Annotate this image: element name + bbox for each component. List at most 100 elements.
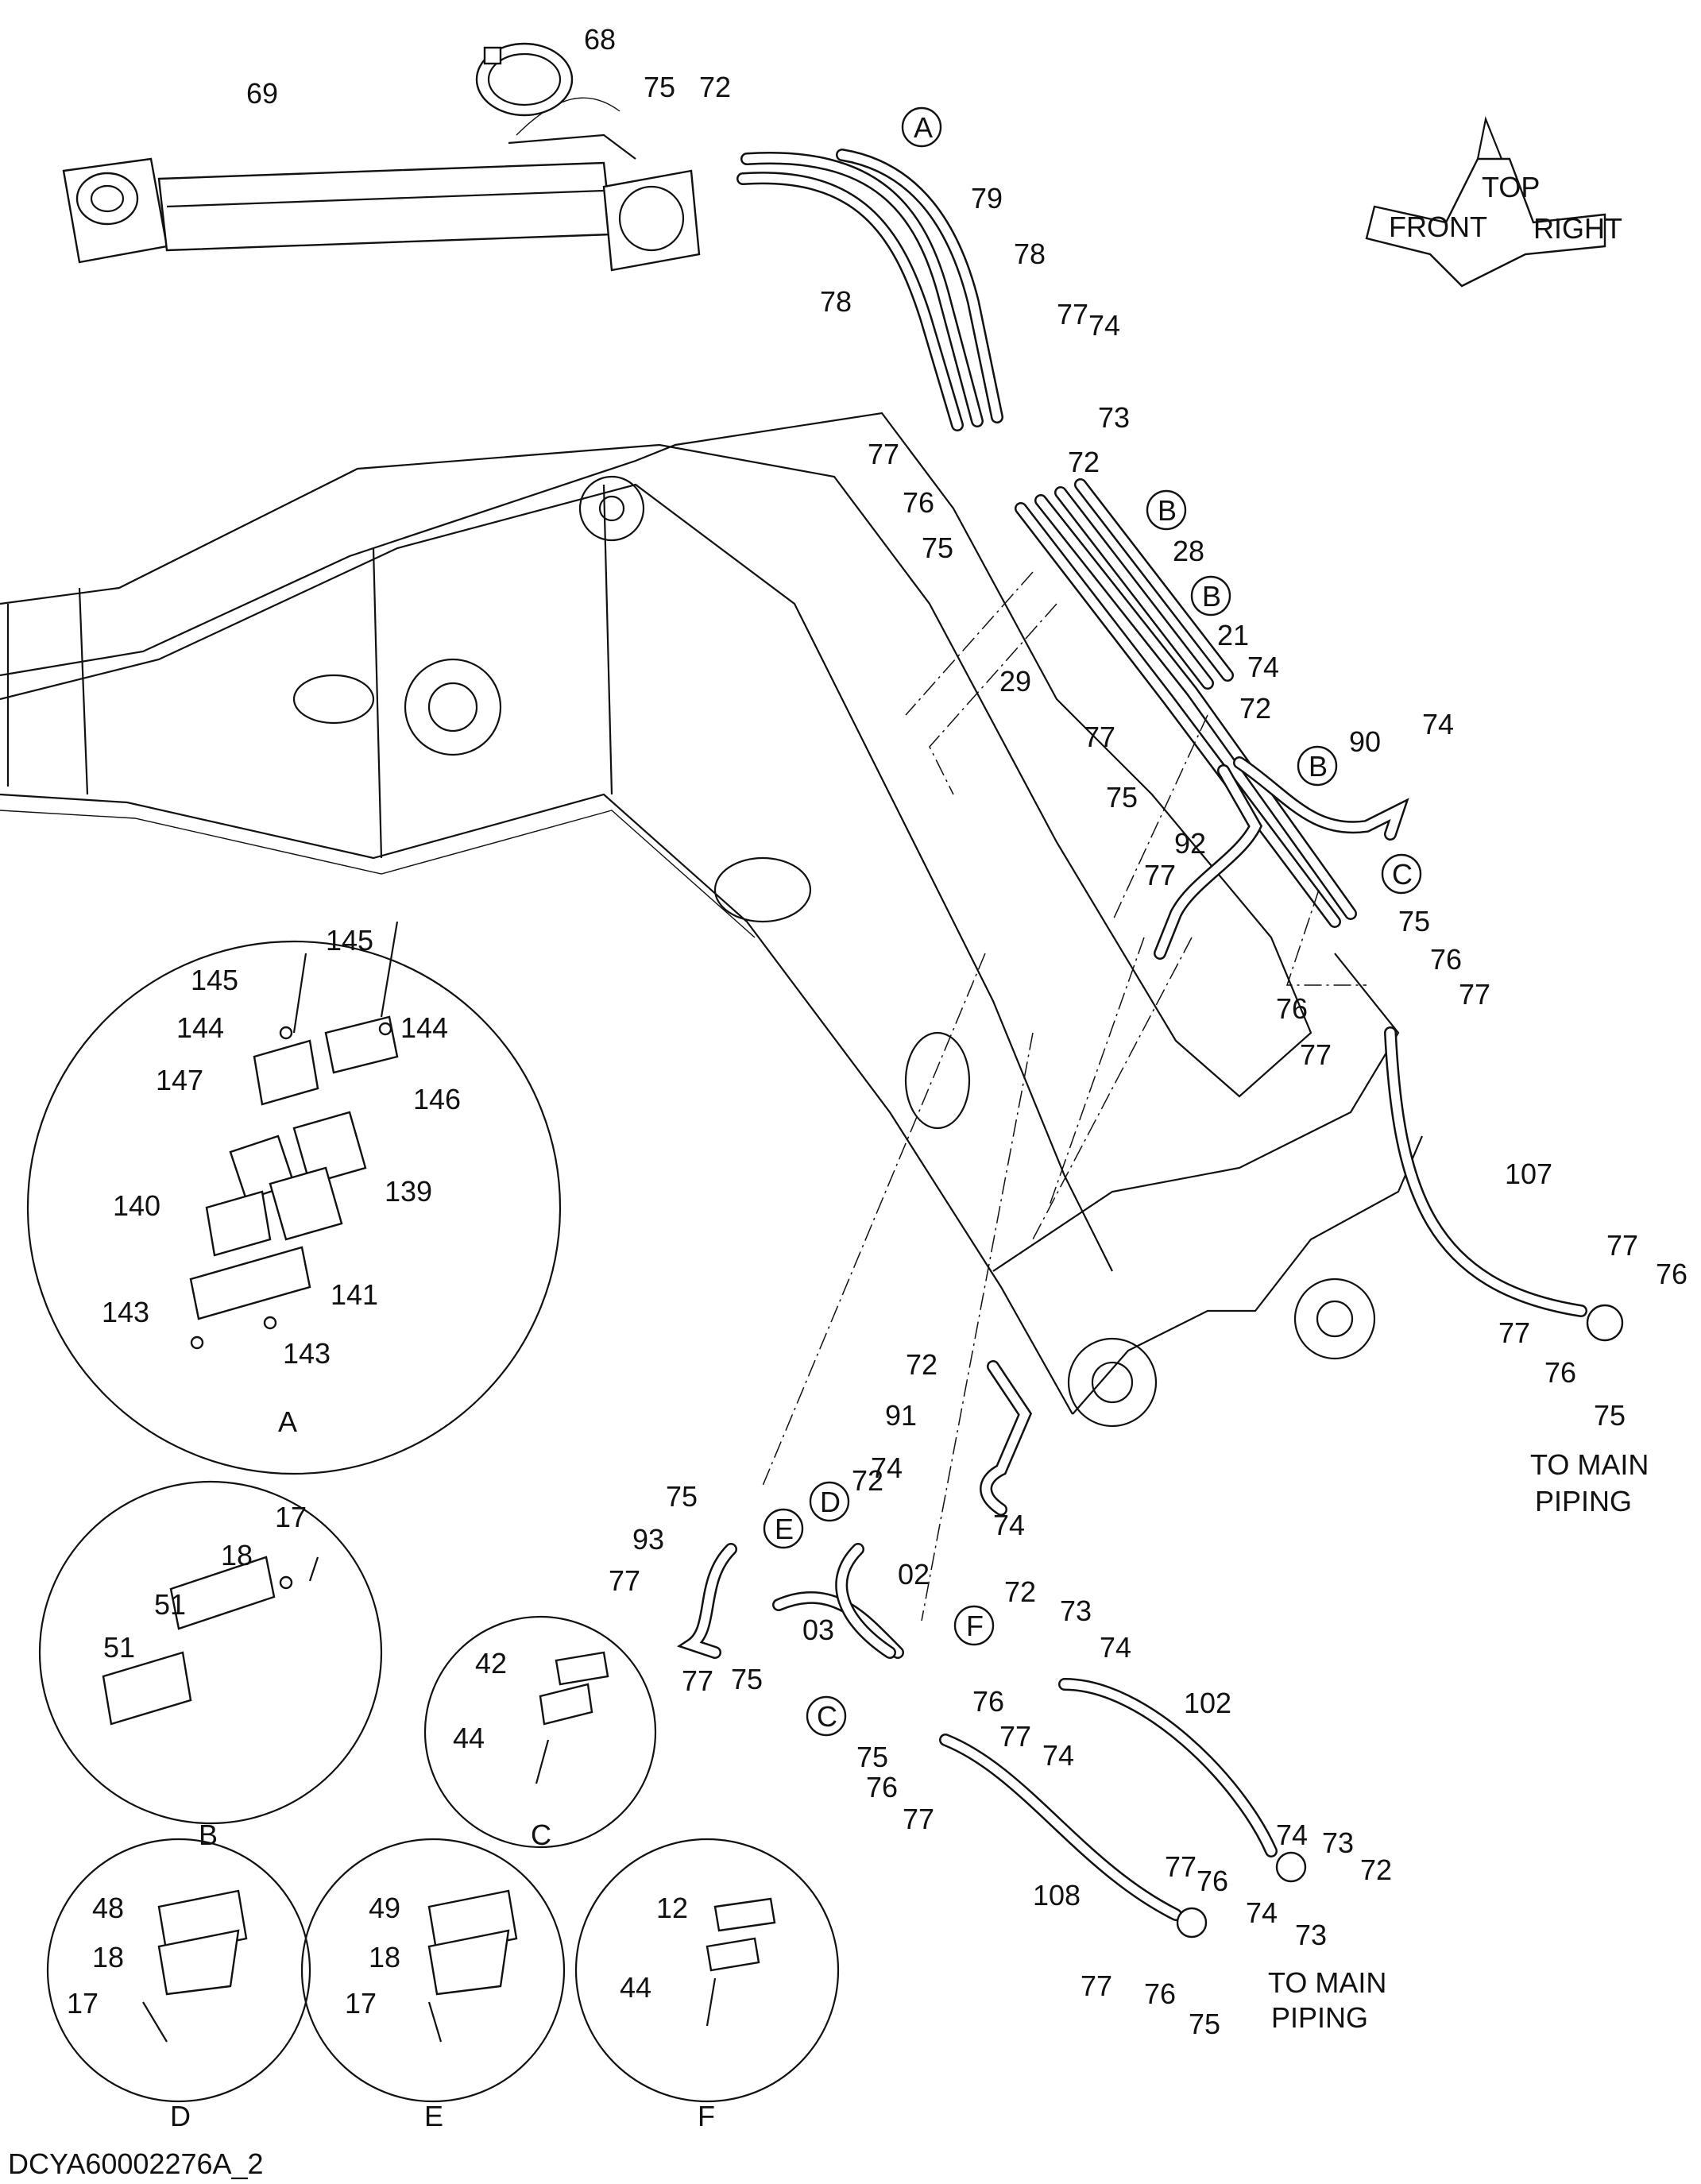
part-label: 76 (866, 1771, 898, 1803)
part-label: 77 (868, 438, 899, 470)
callout-B-3: B (1309, 750, 1328, 783)
detail-circle-E (300, 1838, 566, 2103)
detail-C-label: 44 (453, 1722, 485, 1754)
detail-C-parts (535, 1651, 609, 1784)
hose-79-78 (736, 149, 1003, 431)
detail-B-label: 17 (275, 1501, 307, 1533)
part-label: 72 (906, 1348, 937, 1381)
detail-B-caption: B (199, 1819, 218, 1851)
part-label: 78 (820, 285, 852, 318)
part-label: 77 (999, 1720, 1031, 1753)
part-label: 76 (972, 1685, 1004, 1718)
part-label: 03 (802, 1614, 834, 1646)
part-label: 77 (1165, 1850, 1196, 1883)
part-label: 93 (632, 1523, 664, 1556)
part-label: 77 (609, 1564, 640, 1597)
part-label: 75 (731, 1663, 763, 1695)
part-label: 91 (885, 1399, 917, 1432)
detail-A-label: 140 (113, 1189, 160, 1222)
detail-F-label: 44 (620, 1971, 651, 2004)
part-label: 76 (1430, 943, 1462, 976)
detail-circle-D (46, 1838, 311, 2103)
orientation-icon: FRONT TOP RIGHT (1365, 116, 1622, 288)
part-label: 74 (1100, 1631, 1131, 1664)
detail-D-label: 48 (92, 1892, 124, 1924)
detail-A-label: 145 (191, 964, 238, 996)
part-label: 74 (1088, 309, 1120, 342)
part-label: 74 (1422, 708, 1454, 740)
callout-bubbles: A B B B C D E F C (763, 106, 1422, 1737)
boom-structure (0, 412, 1424, 1428)
part-label: 72 (1360, 1854, 1392, 1886)
detail-F-label: 12 (656, 1892, 688, 1924)
clamp-68 (475, 42, 574, 117)
hose-107 (1384, 1026, 1624, 1342)
detail-B-label: 18 (221, 1539, 253, 1571)
part-label: 77 (1459, 978, 1490, 1011)
orientation-front-label: FRONT (1389, 211, 1487, 243)
detail-A-label: 141 (331, 1278, 378, 1311)
part-label: 102 (1184, 1687, 1231, 1719)
detail-D-label: 18 (92, 1941, 124, 1973)
part-label: 75 (1106, 781, 1138, 814)
detail-F-caption: F (698, 2100, 715, 2132)
part-label: 78 (1014, 238, 1046, 270)
part-label: 72 (1068, 446, 1100, 478)
hose-108 (939, 1734, 1208, 1939)
part-label: 90 (1349, 725, 1381, 758)
part-label: 76 (1144, 1977, 1176, 2010)
part-label: 21 (1217, 619, 1249, 651)
part-label: 29 (999, 665, 1031, 698)
detail-circle-C (423, 1615, 657, 1849)
part-label: 74 (1042, 1739, 1074, 1772)
part-label: 75 (922, 532, 953, 564)
detail-E-label: 17 (345, 1987, 377, 2020)
part-label: 107 (1505, 1158, 1552, 1190)
part-label: 77 (1081, 1969, 1112, 2002)
detail-circle-B (38, 1480, 383, 1825)
part-label: 73 (1098, 401, 1130, 434)
part-label: 73 (1060, 1595, 1092, 1627)
detail-A-label: 144 (176, 1011, 224, 1044)
part-label: 75 (1189, 2008, 1220, 2040)
part-label: 75 (856, 1741, 888, 1773)
part-label: 74 (993, 1509, 1025, 1541)
part-label: 75 (1594, 1399, 1626, 1432)
detail-D-label: 17 (67, 1987, 99, 2020)
part-label: 74 (1247, 651, 1279, 683)
note-to-main-1: TO MAIN (1530, 1448, 1649, 1481)
part-label: 76 (1196, 1865, 1228, 1897)
part-label: 77 (1300, 1038, 1332, 1071)
orientation-right-label: RIGHT (1533, 212, 1622, 245)
part-number-labels: 68 69 75 72 79 78 78 77 74 77 73 72 76 7… (246, 23, 1687, 2040)
detail-E-parts (427, 1889, 518, 2043)
part-label: 73 (1322, 1826, 1354, 1859)
part-label: 28 (1173, 535, 1204, 567)
pipe-93 (676, 1543, 737, 1659)
note-piping-2: PIPING (1271, 2001, 1368, 2034)
boom-cylinder-69 (62, 97, 701, 272)
detail-E-label: 18 (369, 1941, 400, 1973)
detail-circle-F (574, 1838, 840, 2103)
part-label: 69 (246, 77, 278, 110)
callout-B-1: B (1158, 494, 1177, 527)
detail-D-parts (142, 1889, 248, 2043)
callout-C-2: C (817, 1700, 837, 1733)
part-label: 108 (1033, 1879, 1081, 1911)
callout-B-2: B (1202, 580, 1221, 613)
part-label: 72 (1004, 1575, 1036, 1608)
part-label: 75 (666, 1480, 698, 1513)
part-label: 74 (1276, 1819, 1308, 1851)
detail-E-label: 49 (369, 1892, 400, 1924)
part-label: 77 (1606, 1229, 1638, 1262)
part-label: 73 (1295, 1919, 1327, 1951)
detail-A-parts (189, 921, 399, 1350)
callout-E: E (775, 1513, 794, 1545)
callout-A: A (914, 111, 933, 144)
detail-A-label: 147 (156, 1064, 203, 1096)
part-label: 77 (682, 1664, 713, 1697)
part-label: 75 (644, 71, 675, 103)
detail-A-caption: A (278, 1405, 297, 1438)
